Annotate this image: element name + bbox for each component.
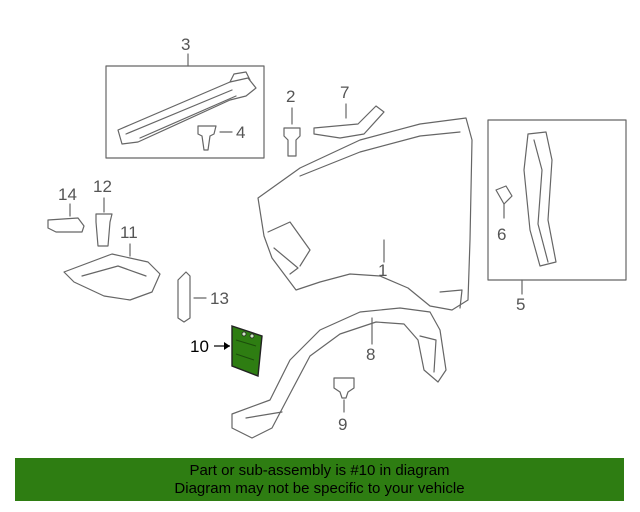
- part-1-fender: [257, 117, 473, 311]
- part-10-mudflap: [214, 325, 263, 377]
- callout-11: 11: [120, 223, 138, 242]
- callout-9: 9: [338, 415, 348, 434]
- callout-5: 5: [516, 295, 526, 314]
- part-8-liner: [231, 307, 447, 439]
- part-12-bolt: [95, 197, 113, 247]
- banner-line-2: Diagram may not be specific to your vehi…: [174, 480, 465, 497]
- part-14-clip: [47, 203, 85, 233]
- callout-14: 14: [58, 185, 77, 204]
- part-4-clip: [197, 125, 233, 151]
- callout-2: 2: [286, 87, 296, 106]
- part-9-clip: [333, 377, 355, 413]
- part-3-box: [105, 65, 265, 159]
- part-5-box: [487, 119, 627, 281]
- part-11-shield: [63, 243, 161, 301]
- callout-13: 13: [210, 289, 229, 308]
- part-3-rail: [117, 71, 257, 145]
- callout-8: 8: [366, 345, 376, 364]
- part-6-clip: [495, 185, 513, 219]
- info-banner: Part or sub-assembly is #10 in diagram D…: [15, 458, 624, 501]
- part-5-pillar: [523, 131, 557, 267]
- callout-6: 6: [497, 225, 507, 244]
- part-13-bracket: [177, 271, 207, 323]
- callout-3: 3: [181, 35, 191, 54]
- callout-7: 7: [340, 83, 350, 102]
- part-2-bolt: [283, 107, 301, 157]
- callout-10: 10: [190, 337, 209, 356]
- callout-12: 12: [93, 177, 112, 196]
- part-7-bracket: [313, 103, 385, 139]
- banner-line-1: Part or sub-assembly is #10 in diagram: [189, 462, 450, 479]
- callout-1: 1: [378, 261, 388, 280]
- callout-4: 4: [236, 123, 246, 142]
